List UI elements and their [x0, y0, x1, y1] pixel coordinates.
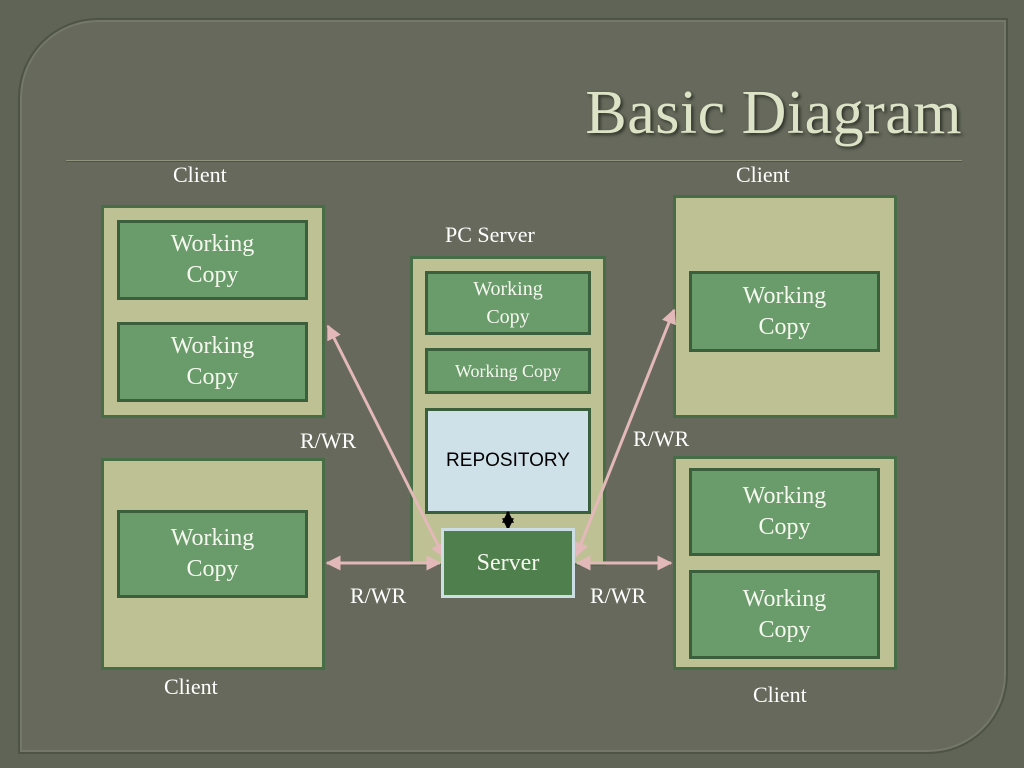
- repository-label: REPOSITORY: [446, 450, 570, 471]
- client-label-bottom-left: Client: [164, 674, 218, 699]
- working-copy-box: Working Copy: [117, 322, 308, 402]
- pc-server-label: PC Server: [445, 222, 535, 247]
- working-copy-label: Working Copy: [742, 282, 827, 340]
- slide-title: Basic Diagram: [585, 79, 962, 147]
- working-copy-label: Working Copy: [170, 333, 255, 390]
- server-box: Server: [441, 528, 575, 598]
- working-copy-box: Working Copy: [425, 348, 591, 394]
- title-divider: [66, 160, 962, 161]
- working-copy-box: Working Copy: [117, 510, 308, 598]
- client-label-bottom-right: Client: [753, 682, 807, 707]
- rw-arrow-top-right: [574, 308, 676, 558]
- rw-label-top-right: R/WR: [633, 426, 690, 451]
- working-copy-box: Working Copy: [689, 468, 880, 556]
- rw-arrow-top-left: [326, 324, 446, 559]
- working-copy-label: Working Copy: [742, 585, 827, 643]
- working-copy-label: Working Copy: [473, 278, 543, 328]
- working-copy-box: Working Copy: [689, 570, 880, 659]
- working-copy-box: Working Copy: [425, 271, 591, 335]
- client-label-top-right: Client: [736, 162, 790, 187]
- client-label-top-left: Client: [173, 162, 227, 187]
- rw-label-bottom-right: R/WR: [590, 583, 647, 608]
- working-copy-label: Working Copy: [170, 525, 255, 582]
- rw-label-top-left: R/WR: [300, 428, 357, 453]
- working-copy-label: Working Copy: [742, 483, 827, 540]
- server-label: Server: [476, 549, 540, 576]
- working-copy-box: Working Copy: [117, 220, 308, 300]
- working-copy-label: Working Copy: [454, 360, 562, 381]
- working-copy-label: Working Copy: [170, 231, 255, 288]
- rw-label-bottom-left: R/WR: [350, 583, 407, 608]
- working-copy-box: Working Copy: [689, 271, 880, 352]
